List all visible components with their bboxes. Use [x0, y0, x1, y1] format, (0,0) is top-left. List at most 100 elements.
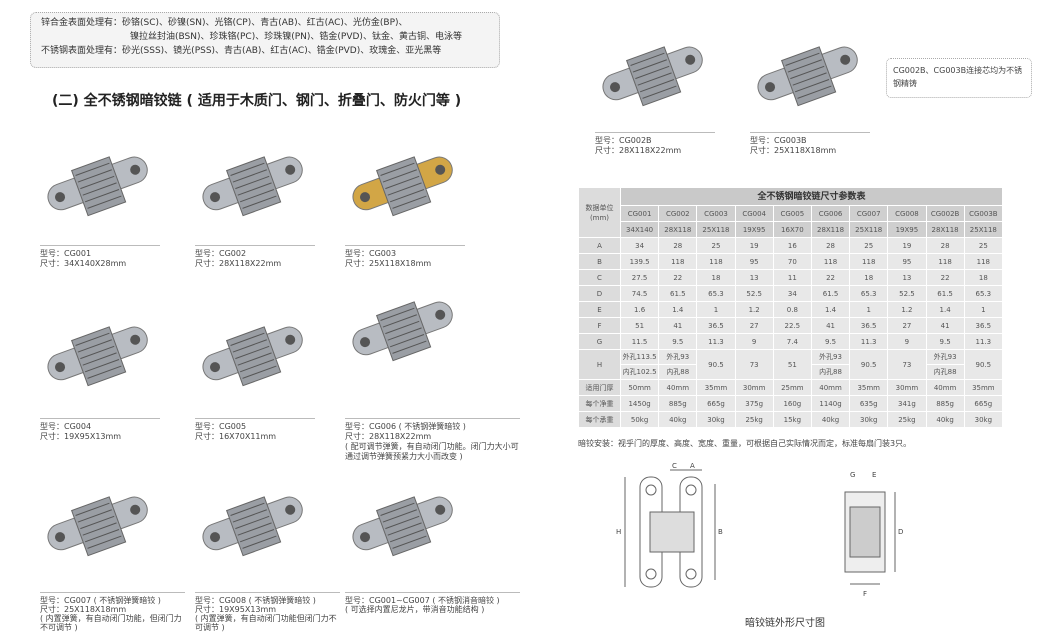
product-note: ( 内置弹簧，有自动闭门功能，但闭门力不可调节 ) — [40, 614, 182, 632]
product-image — [195, 310, 315, 409]
table-cell: 9 — [734, 333, 774, 350]
table-cell: 885g — [925, 395, 965, 412]
table-cell: 22 — [810, 269, 851, 286]
table-cell: 41 — [658, 317, 698, 334]
table-cell: 25X118 — [849, 221, 889, 238]
surface-finish-box: 锌合金表面处理有：砂铬(SC)、砂镍(SN)、光铬(CP)、青古(AB)、红古(… — [30, 12, 500, 68]
dim-label-c: C — [672, 462, 677, 470]
product-size: 尺寸：16X70X11mm — [195, 432, 277, 441]
hinge-icon — [202, 156, 303, 217]
table-cell: CG002 — [658, 205, 698, 222]
table-cell: 19 — [734, 237, 774, 254]
table-cell: 1.4 — [658, 301, 698, 318]
table-cell: CG007 — [849, 205, 889, 222]
table-cell: CG004 — [734, 205, 774, 222]
table-cell: 19 — [887, 237, 927, 254]
table-cell: 28 — [810, 237, 851, 254]
table-cell: 34 — [619, 237, 660, 254]
table-cell: 160g — [772, 395, 812, 412]
table-cell: 25mm — [772, 379, 812, 396]
product-caption: 型号：CG006 ( 不锈钢弹簧暗铰 )尺寸：28X118X22mm( 配可调节… — [345, 418, 520, 462]
product-model: 型号：CG008 ( 不锈钢弹簧暗铰 ) — [195, 596, 316, 605]
table-cell: 1 — [963, 301, 1003, 318]
table-cell: 13 — [734, 269, 774, 286]
product-model: 型号：CG002 — [195, 249, 247, 258]
table-cell: 35mm — [963, 379, 1003, 396]
table-cell: 30mm — [734, 379, 774, 396]
table-cell: 40mm — [810, 379, 851, 396]
table-cell: 40mm — [925, 379, 965, 396]
table-cell: CG005 — [772, 205, 812, 222]
hinge-icon — [352, 156, 453, 217]
table-cell: 34X140 — [619, 221, 660, 238]
product-image — [345, 480, 465, 579]
table-cell: 1.2 — [734, 301, 774, 318]
table-cell: 11.3 — [849, 333, 889, 350]
table-cell: 70 — [772, 253, 812, 270]
table-cell: 25kg — [734, 411, 774, 428]
steel-finish-list: 砂光(SSS)、镜光(PSS)、青古(AB)、红古(AC)、锆金(PVD)、玫瑰… — [122, 46, 442, 56]
table-cell: 36.5 — [696, 317, 736, 334]
table-cell: 41 — [810, 317, 851, 334]
hinge-icon — [202, 326, 303, 387]
table-cell: 1.4 — [810, 301, 851, 318]
table-cell: 61.5 — [810, 285, 851, 302]
table-cell: 16 — [772, 237, 812, 254]
table-cell: B — [578, 253, 621, 270]
product-model: 型号：CG001~CG007 ( 不锈钢消音暗铰 ) — [345, 596, 500, 605]
table-cell: 90.5 — [963, 349, 1003, 380]
table-cell: G — [578, 333, 621, 350]
product-size: 尺寸：25X118X18mm — [40, 605, 127, 614]
table-cell: 18 — [963, 269, 1003, 286]
table-cell: 30kg — [849, 411, 889, 428]
table-cell: 65.3 — [963, 285, 1003, 302]
table-cell: 9.5 — [925, 333, 965, 350]
table-cell: 65.3 — [849, 285, 889, 302]
product-image — [345, 285, 465, 384]
product-model: 型号：CG004 — [40, 422, 92, 431]
table-cell: 41 — [925, 317, 965, 334]
table-cell: 外孔93 — [810, 349, 851, 365]
product-model: 型号：CG007 ( 不锈钢弹簧暗铰 ) — [40, 596, 161, 605]
product-note: ( 可选择内置尼龙片，带消音功能结构 ) — [345, 605, 485, 614]
table-cell: 35mm — [849, 379, 889, 396]
product-caption: 型号：CG008 ( 不锈钢弹簧暗铰 )尺寸：19X95X13mm( 内置弹簧，… — [195, 592, 340, 632]
table-cell: E — [578, 301, 621, 318]
table-cell: 18 — [696, 269, 736, 286]
dim-label-g: G — [850, 471, 855, 479]
product-size: 尺寸：34X140X28mm — [40, 259, 127, 268]
product-size: 尺寸：28X118X22mm — [195, 259, 282, 268]
table-cell: 7.4 — [772, 333, 812, 350]
product-caption: 型号：CG001~CG007 ( 不锈钢消音暗铰 )( 可选择内置尼龙片，带消音… — [345, 592, 520, 614]
table-cell: CG002B — [925, 205, 965, 222]
table-cell: 9.5 — [810, 333, 851, 350]
table-cell: 28X118 — [810, 221, 851, 238]
table-cell: 1 — [849, 301, 889, 318]
dimension-diagram: C A H B G E D F — [616, 462, 903, 598]
table-cell: 11.5 — [619, 333, 660, 350]
product-model: 型号：CG005 — [195, 422, 247, 431]
table-cell: 1.4 — [925, 301, 965, 318]
table-cell: 19X95 — [734, 221, 774, 238]
product-size: 尺寸：25X118X18mm — [750, 146, 837, 155]
table-cell: 52.5 — [734, 285, 774, 302]
table-cell: 19X95 — [887, 221, 927, 238]
product-image — [40, 310, 160, 409]
table-cell: 11.3 — [963, 333, 1003, 350]
hinge-icon — [602, 46, 703, 107]
table-cell: 16X70 — [772, 221, 812, 238]
product-model: 型号：CG002B — [595, 136, 652, 145]
table-cell: 18 — [849, 269, 889, 286]
table-cell: CG003 — [696, 205, 736, 222]
table-cell: CG006 — [810, 205, 851, 222]
product-image — [40, 140, 160, 239]
table-cell: D — [578, 285, 621, 302]
product-note: ( 配可调节弹簧，有自动闭门功能。闭门力大小可通过调节弹簧预紧力大小而改变 ) — [345, 442, 519, 461]
